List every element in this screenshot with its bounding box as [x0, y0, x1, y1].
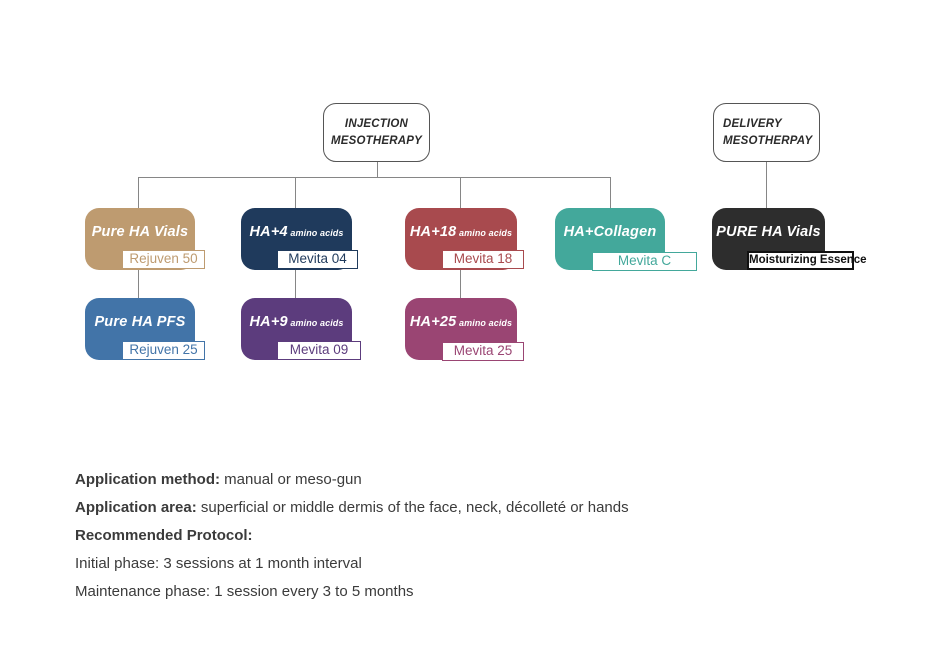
connector-line	[610, 177, 611, 208]
product-title: HA+25 amino acids	[409, 314, 513, 330]
product-title: PURE HA Vials	[716, 224, 821, 240]
product-title: Pure HA Vials	[91, 224, 189, 240]
product-title: HA+Collagen	[563, 224, 657, 240]
connector-line	[460, 177, 461, 208]
info-line-maintenance-phase: Maintenance phase: 1 session every 3 to …	[75, 583, 414, 600]
connector-line	[295, 177, 296, 208]
product-title: Pure HA PFS	[94, 314, 186, 330]
connector-line	[138, 177, 611, 178]
product-tag-mevita-09: Mevita 09	[277, 341, 361, 360]
info-line-recommended-protocol: Recommended Protocol:	[75, 527, 253, 544]
product-tag-moisturizing-essence: Moisturizing Essence	[747, 251, 867, 270]
node-injection-mesotherapy: INJECTION MESOTHERAPY	[323, 103, 430, 162]
product-tag-mevita-04: Mevita 04	[277, 250, 358, 269]
node-delivery-mesotherapy: DELIVERY MESOTHERPAY	[713, 103, 820, 162]
product-title: HA+18 amino acids	[409, 224, 513, 240]
connector-line	[138, 177, 139, 208]
product-tag-rejuven-50: Rejuven 50	[122, 250, 205, 269]
connector-line	[295, 270, 296, 298]
product-tag-mevita-c: Mevita C	[592, 252, 697, 271]
product-title: HA+4 amino acids	[249, 224, 344, 240]
connector-line	[766, 162, 767, 208]
node-label: DELIVERY MESOTHERPAY	[723, 117, 813, 147]
connector-line	[460, 270, 461, 298]
product-tag-mevita-18: Mevita 18	[442, 250, 524, 269]
product-title: HA+9 amino acids	[249, 314, 344, 330]
node-label: INJECTION MESOTHERAPY	[330, 117, 423, 147]
info-line-application-method: Application method: manual or meso-gun	[75, 471, 362, 488]
product-tag-rejuven-25: Rejuven 25	[122, 341, 205, 360]
product-tag-mevita-25: Mevita 25	[442, 342, 524, 361]
connector-line	[377, 162, 378, 177]
info-line-initial-phase: Initial phase: 3 sessions at 1 month int…	[75, 555, 362, 572]
protocol-info: Application method: manual or meso-gun A…	[75, 466, 629, 606]
connector-line	[138, 270, 139, 298]
info-line-application-area: Application area: superficial or middle …	[75, 499, 629, 516]
